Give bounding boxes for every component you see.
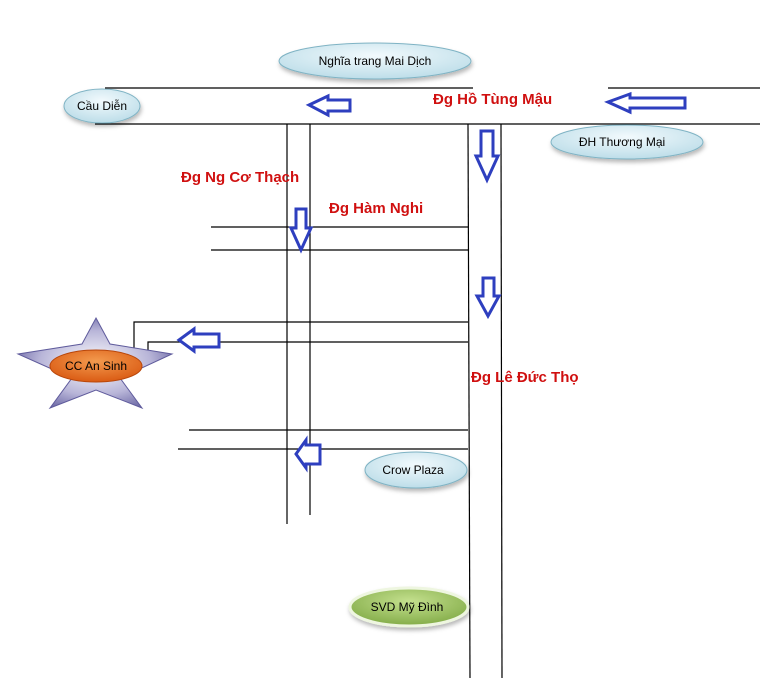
place-cc-an-sinh: CC An Sinh <box>16 316 174 410</box>
street-label-ham-nghi: Đg Hàm Nghi <box>329 200 423 217</box>
arrow-down-icon <box>474 276 502 320</box>
arrow-left-icon <box>294 435 322 473</box>
arrow-down-icon <box>473 129 501 184</box>
place-label: SVD Mỹ Đình <box>371 600 444 614</box>
place-nghia-trang-mai-dich: Nghĩa trang Mai Dịch <box>278 42 472 80</box>
place-label: Nghĩa trang Mai Dịch <box>319 54 432 68</box>
place-bubble <box>49 349 143 383</box>
place-bubble <box>348 586 470 628</box>
place-cau-dien: Cầu Diễn <box>63 88 141 124</box>
arrow-down-icon <box>288 207 314 254</box>
road-an-sinh-north-edge <box>133 321 468 352</box>
arrow-left-icon <box>305 93 352 118</box>
place-crow-plaza: Crow Plaza <box>364 451 468 489</box>
place-label: Crow Plaza <box>382 463 444 477</box>
street-label-ng-co-thach: Đg Ng Cơ Thạch <box>181 169 299 186</box>
arrow-left-icon <box>604 91 687 115</box>
street-label-ho-tung-mau: Đg Hồ Tùng Mậu <box>433 91 552 108</box>
place-svd-my-dinh: SVD Mỹ Đình <box>348 586 470 628</box>
place-label: CC An Sinh <box>65 359 127 373</box>
place-label: Cầu Diễn <box>77 98 127 113</box>
road-le-duc-tho-east-edge <box>500 123 503 679</box>
place-bubble <box>278 42 472 80</box>
street-label-le-duc-tho: Đg Lê Đức Thọ <box>471 369 579 386</box>
place-dh-thuong-mai: ĐH Thương Mại <box>550 124 704 160</box>
arrow-left-icon <box>176 326 221 354</box>
route-arrows <box>176 91 687 473</box>
road-le-duc-tho-west-edge <box>467 123 471 679</box>
place-label: ĐH Thương Mại <box>579 135 665 149</box>
place-bubble <box>364 451 468 489</box>
place-bubble <box>63 88 141 124</box>
place-bubble <box>550 124 704 160</box>
